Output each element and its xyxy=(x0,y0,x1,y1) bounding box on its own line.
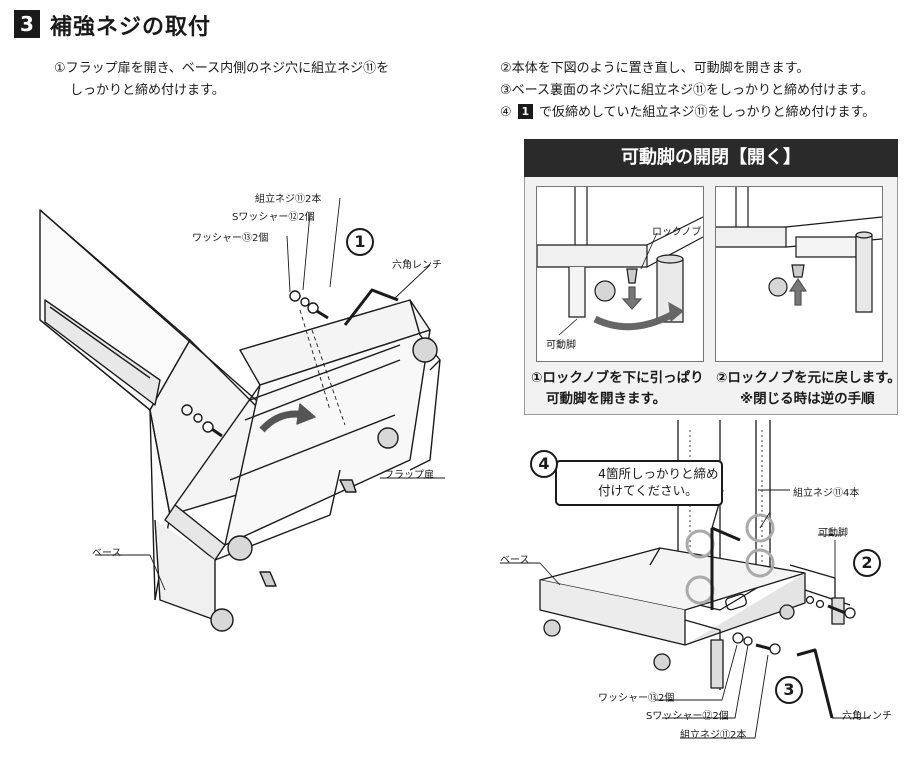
label-flap-door: フラップ扉 xyxy=(384,470,434,481)
right-instruction-step-2: ②本体を下図のように置き直し、可動脚を開きます。 xyxy=(500,61,810,76)
panel-caption-2-line-2: ※閉じる時は逆の手順 xyxy=(740,391,875,407)
label-s-washer-left: Sワッシャー⑫2個 xyxy=(232,212,315,223)
panel-caption-2-line-1: ②ロックノブを元に戻します。 xyxy=(716,370,901,386)
step-4-prefix: ④ xyxy=(500,105,512,120)
leg-open-step-2-drawing xyxy=(716,187,883,313)
right-instruction-step-4: ④ 1 で仮締めしていた組立ネジ⑪をしっかりと締め付けます。 xyxy=(500,102,875,124)
label-screw-2-right: 組立ネジ⑪2本 xyxy=(680,730,747,741)
label-washer-left: ワッシャー⑬2個 xyxy=(192,233,269,244)
leg-open-step-1-illustration xyxy=(536,186,704,362)
label-hex-wrench-right: 六角レンチ xyxy=(842,711,892,722)
callout-2: 2 xyxy=(853,549,881,577)
panel-caption-1-line-2: 可動脚を開きます。 xyxy=(546,391,667,407)
label-screw-4: 組立ネジ⑪4本 xyxy=(793,488,860,499)
label-base-right: ベース xyxy=(500,555,530,566)
step-1-reference-badge: 1 xyxy=(517,104,533,119)
warning-text-line-1: 4箇所しっかりと締め xyxy=(598,466,719,481)
warning-box xyxy=(555,460,723,506)
callout-4: 4 xyxy=(530,450,558,478)
leg-opening-panel-title: 可動脚の開閉【開く】 xyxy=(524,139,898,177)
label-hex-wrench-left: 六角レンチ xyxy=(392,260,442,271)
label-washer-right: ワッシャー⑬2個 xyxy=(598,693,675,704)
panel-caption-1-line-1: ①ロックノブを下に引っぱり xyxy=(531,370,704,386)
step-title: 補強ネジの取付 xyxy=(50,15,212,40)
step-number-badge: 3 xyxy=(14,10,40,38)
leg-open-step-2-illustration xyxy=(715,186,883,362)
callout-1: 1 xyxy=(346,228,374,256)
callout-3: 3 xyxy=(775,676,803,704)
label-lock-knob: ロックノブ xyxy=(652,227,702,238)
leg-open-step-1-drawing xyxy=(536,187,704,336)
label-screw-left: 組立ネジ⑪2本 xyxy=(255,194,322,205)
label-movable-leg-panel: 可動脚 xyxy=(546,340,576,351)
label-movable-leg-right: 可動脚 xyxy=(818,528,848,539)
warning-text-line-2: 付けてください。 xyxy=(598,483,698,498)
left-instruction-line-2: しっかりと締め付けます。 xyxy=(70,83,225,98)
left-instruction-line-1: ①フラップ扉を開き、ベース内側のネジ穴に組立ネジ⑪を xyxy=(54,61,390,76)
right-instruction-step-3: ③ベース裏面のネジ穴に組立ネジ⑪をしっかりと締め付けます。 xyxy=(500,83,874,98)
label-base-left: ベース xyxy=(92,548,122,559)
step-4-text: で仮締めしていた組立ネジ⑪をしっかりと締め付けます。 xyxy=(538,105,876,120)
label-s-washer-right: Sワッシャー⑫2個 xyxy=(646,711,729,722)
